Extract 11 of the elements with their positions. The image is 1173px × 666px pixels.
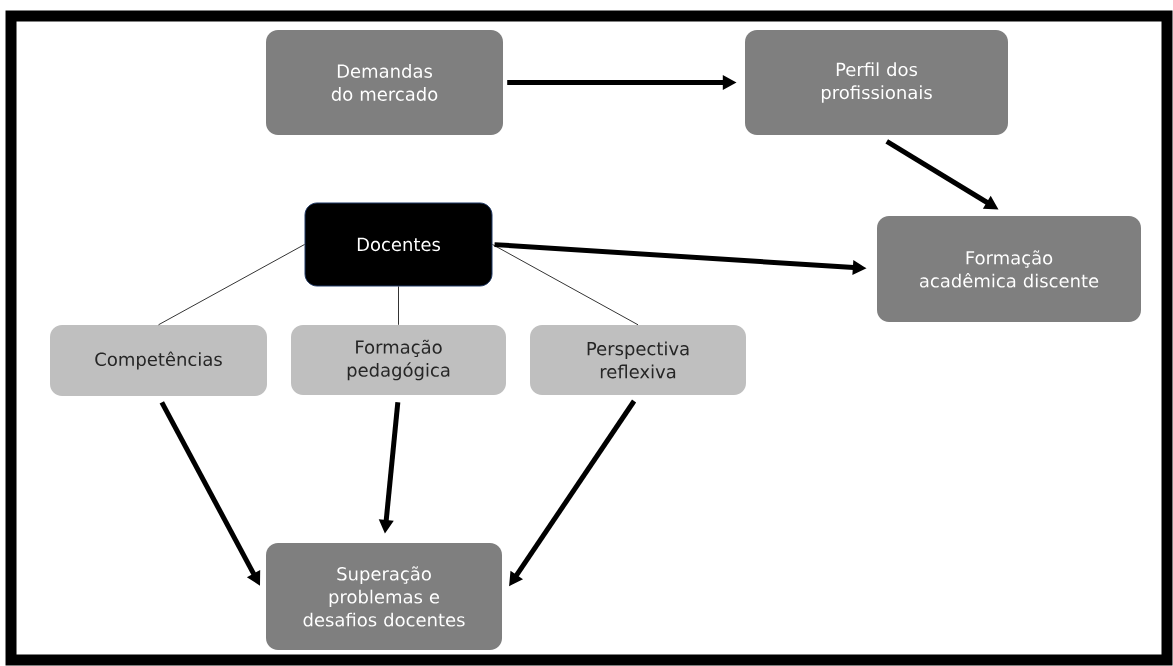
concept-box: Perspectiva reflexiva — [530, 325, 746, 395]
process-box: Formação acadêmica discente — [877, 216, 1141, 322]
connector-line — [492, 244, 639, 326]
process-box: Superação problemas e desafios docentes — [266, 543, 502, 650]
process-box: Perfil dos profissionais — [745, 30, 1008, 135]
central-box: Docentes — [304, 202, 493, 287]
connector-line — [398, 286, 399, 326]
process-box: Demandas do mercado — [266, 30, 503, 135]
connector-line — [158, 244, 305, 326]
concept-box: Competências — [50, 325, 267, 396]
concept-box: Formação pedagógica — [291, 325, 506, 395]
